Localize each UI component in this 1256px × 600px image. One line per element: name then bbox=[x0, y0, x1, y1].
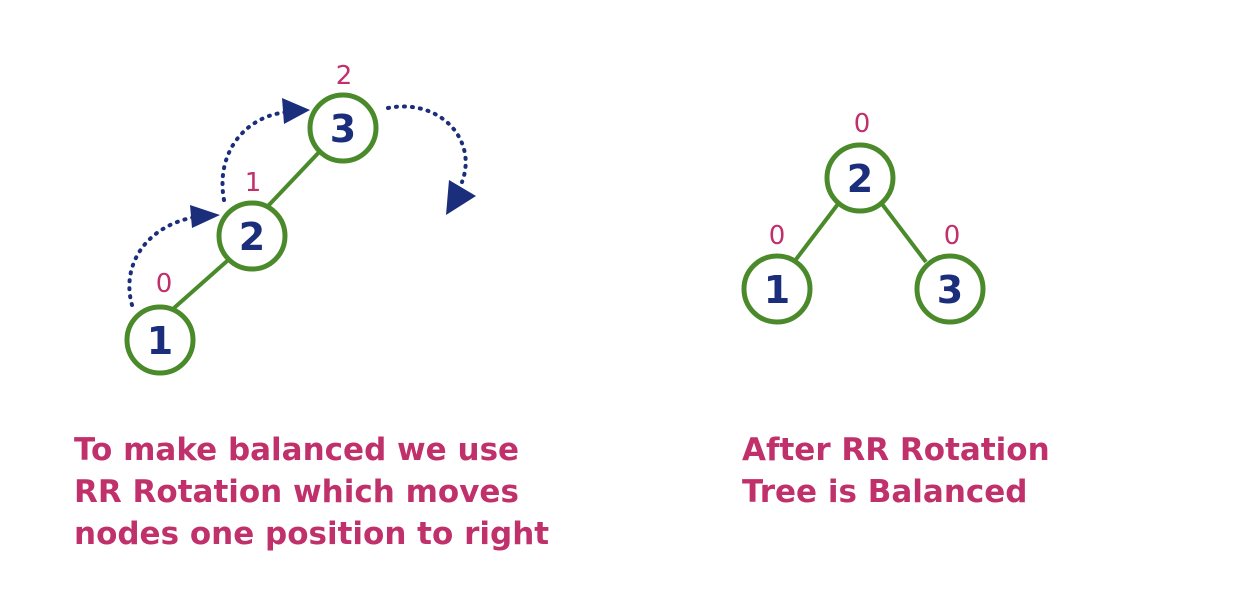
node-1-balance: 0 bbox=[156, 269, 173, 299]
node-left-1-value: 1 bbox=[764, 268, 790, 312]
rotation-arrow-2-to-3 bbox=[220, 110, 290, 202]
before-caption-line: To make balanced we use bbox=[74, 432, 520, 468]
node-right-3-balance: 0 bbox=[944, 221, 961, 251]
before-caption: To make balanced we use RR Rotation whic… bbox=[74, 429, 549, 555]
node-root-2-value: 2 bbox=[847, 157, 873, 201]
arrow-head-3-right bbox=[446, 180, 476, 215]
edge-2-1 bbox=[792, 202, 840, 264]
node-3: 3 bbox=[307, 92, 379, 164]
edge-2-3-after bbox=[880, 202, 928, 264]
node-2: 2 bbox=[216, 200, 288, 272]
node-3-value: 3 bbox=[330, 107, 356, 151]
node-left-1-balance: 0 bbox=[769, 221, 786, 251]
node-right-3: 3 bbox=[914, 253, 986, 325]
node-1-value: 1 bbox=[147, 319, 173, 363]
node-right-3-value: 3 bbox=[937, 268, 963, 312]
arrow-head-2-to-3 bbox=[282, 98, 310, 124]
rotation-arrow-3-right bbox=[386, 104, 468, 184]
node-2-value: 2 bbox=[239, 215, 265, 259]
arrow-head-1-to-2 bbox=[190, 205, 220, 228]
after-caption-line: After RR Rotation bbox=[742, 432, 1050, 468]
after-caption: After RR Rotation Tree is Balanced bbox=[742, 429, 1050, 513]
after-caption-line: Tree is Balanced bbox=[742, 474, 1028, 510]
before-caption-line: RR Rotation which moves bbox=[74, 474, 519, 510]
node-3-balance: 2 bbox=[336, 61, 353, 91]
before-tree: 1 0 2 1 3 2 bbox=[124, 61, 476, 376]
node-2-balance: 1 bbox=[245, 168, 262, 198]
node-left-1: 1 bbox=[741, 253, 813, 325]
node-root-2-balance: 0 bbox=[854, 109, 871, 139]
after-tree: 2 0 1 0 3 0 bbox=[741, 109, 986, 325]
edge-1-2 bbox=[172, 252, 237, 310]
node-root-2: 2 bbox=[824, 142, 896, 214]
edge-2-3 bbox=[266, 146, 325, 208]
node-1: 1 bbox=[124, 304, 196, 376]
rotation-arrow-1-to-2 bbox=[127, 214, 204, 307]
before-caption-line: nodes one position to right bbox=[74, 516, 550, 552]
